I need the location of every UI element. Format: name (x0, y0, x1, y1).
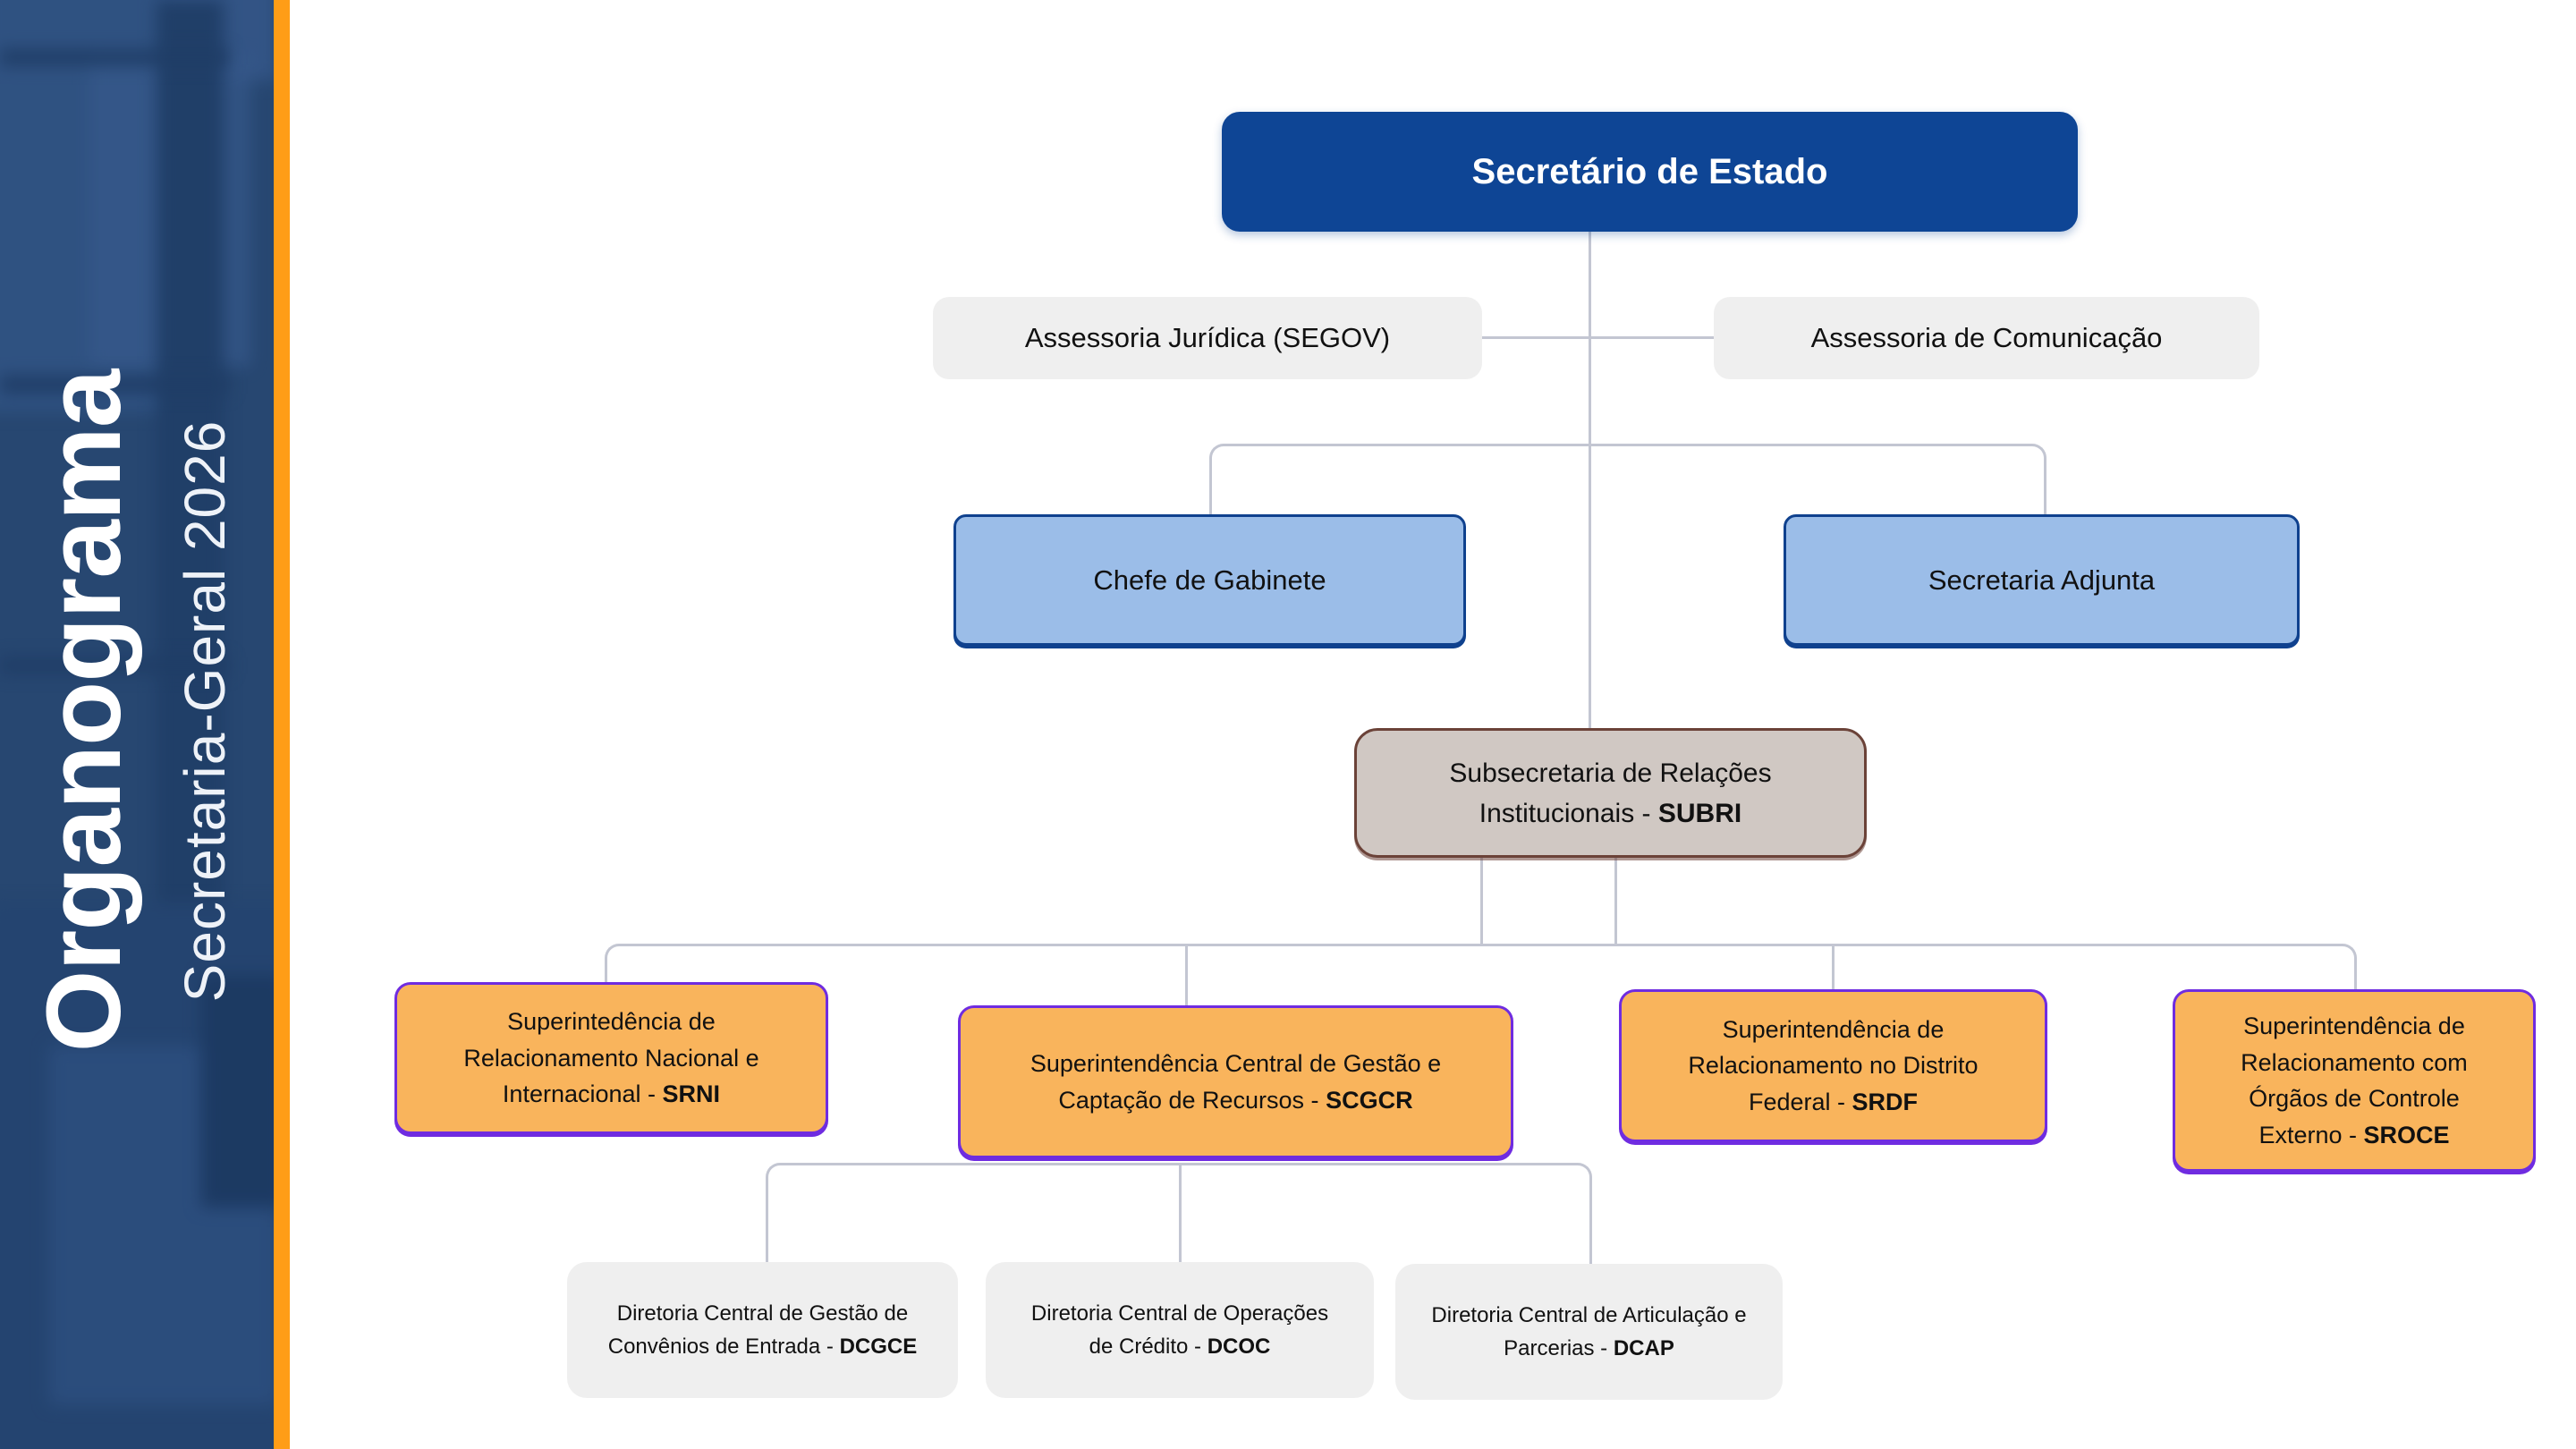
org-box-acronym: SCGCR (1326, 1086, 1413, 1114)
org-box-chefe-de-gabinete: Chefe de Gabinete (953, 514, 1466, 646)
org-box-label: Secretaria Adjunta (1928, 564, 2156, 596)
connector-drop-scgcr (1185, 944, 1188, 1005)
org-box-label: Chefe de Gabinete (1093, 564, 1326, 596)
org-box-assessoria-juridica: Assessoria Jurídica (SEGOV) (933, 297, 1482, 379)
sidebar-photo-shape (157, 0, 224, 948)
sidebar-rotated-text: Organograma Secretaria-Geral 2026 (23, 370, 238, 1053)
sidebar-subtitle: Secretaria-Geral 2026 (173, 419, 237, 1003)
org-box-scgcr: Superintendência Central de Gestão e Cap… (958, 1005, 1513, 1158)
org-box-label: Superintendência de Relacionamento no Di… (1688, 1015, 1979, 1115)
connector-subri-stub-right (1614, 858, 1617, 945)
sidebar-photo-shape (0, 657, 228, 674)
org-box-dcoc: Diretoria Central de Operações de Crédit… (986, 1262, 1374, 1398)
org-box-assessoria-comunicacao: Assessoria de Comunicação (1714, 297, 2259, 379)
connector-rail-superintendencias-right (2086, 944, 2357, 992)
sidebar-title: Organograma (25, 369, 143, 1053)
org-box-dcap: Diretoria Central de Articulação e Parce… (1395, 1264, 1783, 1400)
connector-subri-stub-left (1480, 858, 1483, 945)
org-box-acronym: DCAP (1613, 1336, 1674, 1360)
sidebar-photo-shape (201, 975, 274, 1208)
connector-rail-superintendencias-mid (900, 944, 2086, 946)
org-box-acronym: DCOC (1207, 1335, 1271, 1359)
org-box-secretaria-adjunta: Secretaria Adjunta (1784, 514, 2300, 646)
connector-rail-diretorias-right (1366, 1163, 1592, 1267)
sidebar-photo-overlay (0, 0, 274, 1449)
connector-rail-diretorias-left (766, 1163, 992, 1265)
org-box-label: Diretoria Central de Operações de Crédit… (1030, 1301, 1329, 1359)
org-box-subri: Subsecretaria de Relações Institucionais… (1354, 728, 1867, 858)
org-box-secretario-de-estado: Secretário de Estado (1222, 112, 2078, 232)
org-box-label: Assessoria Jurídica (SEGOV) (1024, 322, 1391, 353)
org-box-label: Diretoria Central de Gestão de Convênios… (607, 1301, 918, 1359)
org-box-acronym: DCGCE (839, 1335, 918, 1359)
connector-spine (1589, 232, 1591, 728)
connector-rail-diretorias-mid (989, 1163, 1366, 1165)
org-box-label: Assessoria de Comunicação (1810, 322, 2163, 353)
org-box-label: Subsecretaria de Relações Institucionais… (1449, 758, 1772, 828)
org-box-acronym: SROCE (2363, 1121, 2450, 1148)
connector-assessoria-right (1591, 336, 1714, 339)
sidebar-accent-stripe (274, 0, 290, 1449)
connector-assessoria-left (1482, 336, 1589, 339)
org-box-label: Diretoria Central de Articulação e Parce… (1431, 1302, 1747, 1360)
org-box-label: Secretário de Estado (1471, 151, 1828, 191)
org-box-label: Superintendência Central de Gestão e Cap… (1030, 1050, 1442, 1114)
sidebar: Organograma Secretaria-Geral 2026 (0, 0, 274, 1449)
org-box-srdf: Superintendência de Relacionamento no Di… (1619, 989, 2047, 1142)
org-box-dcgce: Diretoria Central de Gestão de Convênios… (567, 1262, 958, 1398)
connector-rail-superintendencias-left (605, 944, 902, 985)
org-box-acronym: SRNI (662, 1080, 721, 1108)
org-box-label: Superintendência de Relacionamento com Ó… (2241, 1013, 2468, 1148)
org-box-srni: Superintedência de Relacionamento Nacion… (394, 982, 828, 1134)
org-box-label: Superintedência de Relacionamento Nacion… (463, 1008, 759, 1108)
connector-drop-srdf (1832, 944, 1835, 989)
org-box-sroce: Superintendência de Relacionamento com Ó… (2173, 989, 2536, 1172)
org-box-acronym: SUBRI (1657, 798, 1742, 828)
connector-drop-dcoc (1179, 1163, 1182, 1262)
sidebar-photo-shape (0, 376, 228, 394)
connector-rail-gabinete (1209, 444, 2046, 517)
org-box-acronym: SRDF (1852, 1088, 1919, 1115)
sidebar-photo-shape (0, 49, 228, 65)
